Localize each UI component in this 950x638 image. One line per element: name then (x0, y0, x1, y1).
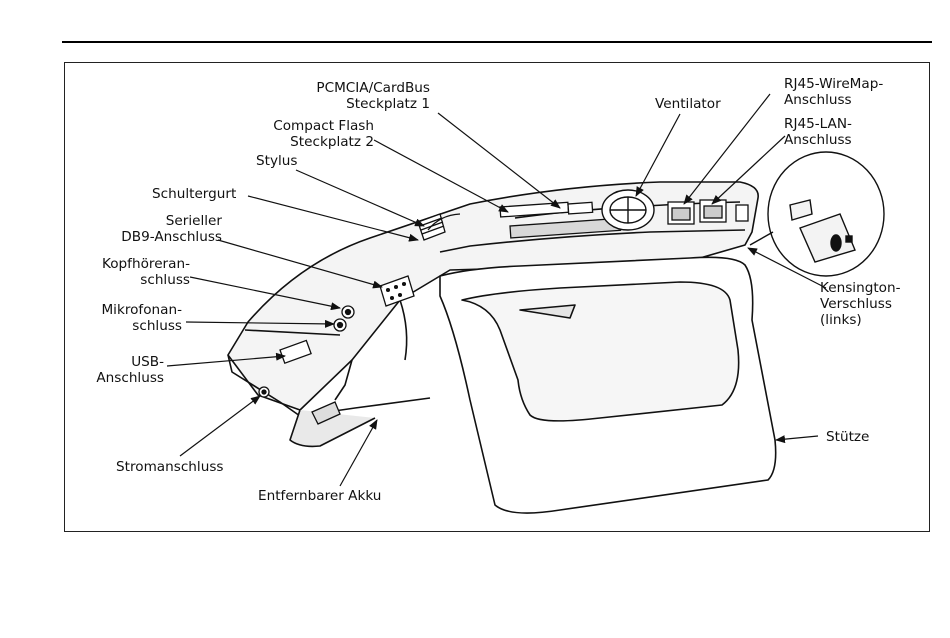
label-usb: USB- Anschluss (96, 354, 164, 386)
label-kopfhoerer-line2: schluss (102, 272, 190, 288)
label-kensington-line3: (links) (820, 312, 901, 328)
label-kopfhoerer-line1: Kopfhöreran- (102, 256, 190, 272)
label-pcmcia-line2: Steckplatz 1 (316, 96, 430, 112)
label-compact-flash: Compact Flash Steckplatz 2 (273, 118, 374, 150)
label-kensington: Kensington- Verschluss (links) (820, 280, 901, 328)
stand (440, 257, 776, 513)
label-kensington-line1: Kensington- (820, 280, 901, 296)
label-pcmcia-line1: PCMCIA/CardBus (316, 80, 430, 96)
label-rj45-lan-line1: RJ45-LAN- (784, 116, 852, 132)
label-compact-flash-line1: Compact Flash (273, 118, 374, 134)
label-ventilator: Ventilator (655, 96, 721, 112)
kensington-inset (750, 152, 884, 276)
label-kensington-line2: Verschluss (820, 296, 901, 312)
label-rj45-wiremap-line1: RJ45-WireMap- (784, 76, 883, 92)
label-strom: Stromanschluss (116, 459, 223, 475)
label-rj45-wiremap: RJ45-WireMap- Anschluss (784, 76, 883, 108)
label-usb-line2: Anschluss (96, 370, 164, 386)
label-mikrofon-line2: schluss (101, 318, 182, 334)
label-pcmcia: PCMCIA/CardBus Steckplatz 1 (316, 80, 430, 112)
fan-graphic (602, 190, 654, 230)
label-kopfhoerer: Kopfhöreran- schluss (102, 256, 190, 288)
label-compact-flash-line2: Steckplatz 2 (273, 134, 374, 150)
label-mikrofon: Mikrofonan- schluss (101, 302, 182, 334)
label-stuetze: Stütze (826, 429, 869, 445)
label-serieller-line2: DB9-Anschluss (121, 229, 222, 245)
label-akku: Entfernbarer Akku (258, 488, 381, 504)
label-rj45-lan: RJ45-LAN- Anschluss (784, 116, 852, 148)
label-rj45-wiremap-line2: Anschluss (784, 92, 883, 108)
label-serieller: Serieller DB9-Anschluss (121, 213, 222, 245)
label-usb-line1: USB- (96, 354, 164, 370)
label-mikrofon-line1: Mikrofonan- (101, 302, 182, 318)
label-serieller-line1: Serieller (121, 213, 222, 229)
label-schultergurt: Schultergurt (152, 186, 236, 202)
label-stylus: Stylus (256, 153, 297, 169)
label-rj45-lan-line2: Anschluss (784, 132, 852, 148)
